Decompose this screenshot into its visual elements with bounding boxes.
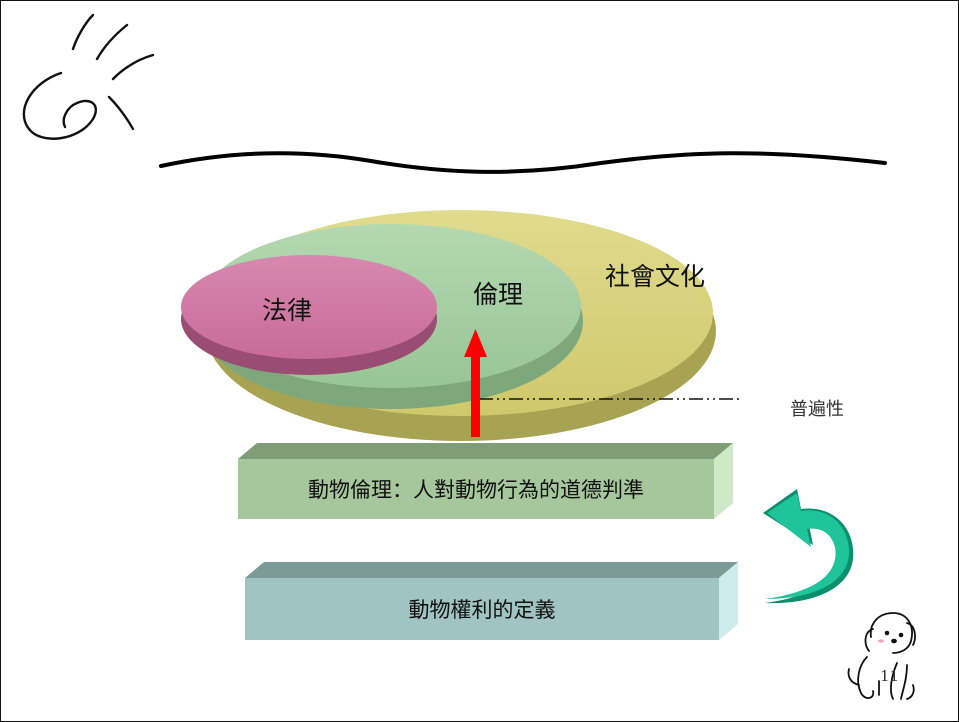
universality-label: 普遍性 <box>790 399 844 420</box>
red-up-arrow-icon <box>464 329 487 437</box>
animal-rights-bar <box>245 562 738 640</box>
dog-mascot-icon <box>847 612 916 700</box>
ethics-label: 倫理 <box>473 280 524 309</box>
law-label: 法律 <box>262 296 313 325</box>
ethics-definition-bar <box>238 443 733 519</box>
ethics-definition-text: 動物倫理：人對動物行為的道德判準 <box>308 478 644 502</box>
logo-scribble-icon <box>22 13 155 140</box>
animal-rights-text: 動物權利的定義 <box>408 598 556 622</box>
culture-label: 社會文化 <box>605 262 706 291</box>
curved-return-arrow-icon <box>763 489 854 604</box>
law-ellipse <box>181 255 437 375</box>
title-separator <box>159 151 887 174</box>
page-number: 11 <box>880 667 900 685</box>
